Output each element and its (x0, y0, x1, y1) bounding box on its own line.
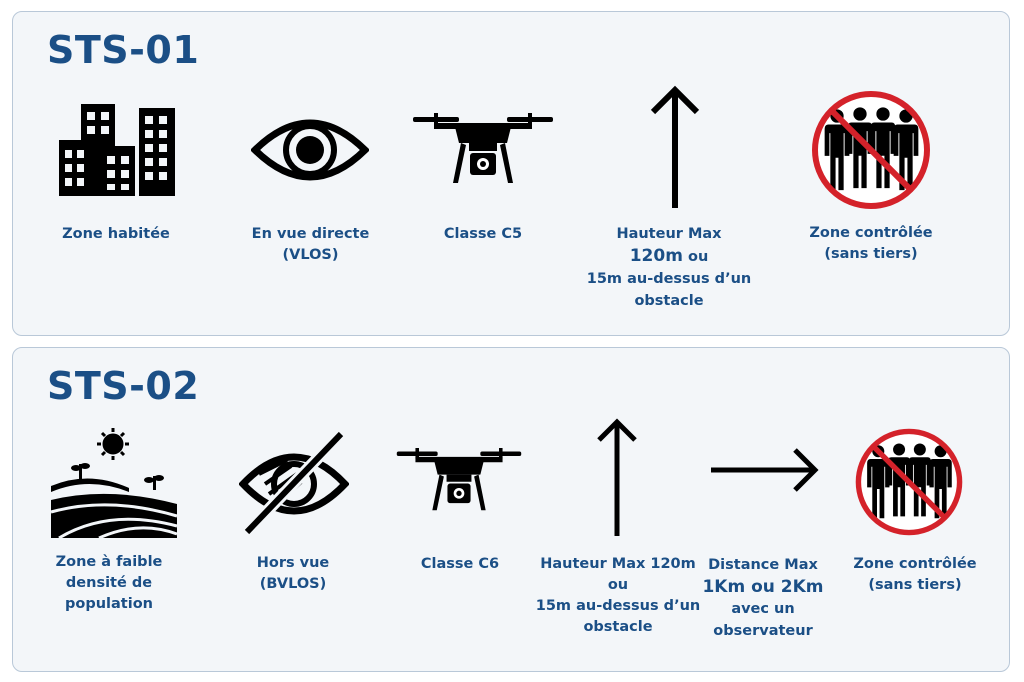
sts-02-panel: STS-02 Zone à faible densité de populati… (12, 347, 1010, 672)
caption-distance-max: Distance Max 1Km ou 2Km avec un observat… (702, 557, 824, 639)
caption-zone-habitee: Zone habitée (62, 226, 170, 242)
arrow-up-icon (650, 85, 700, 208)
caption-classe-c6: Classe C6 (420, 556, 500, 572)
caption-zone-controlee: Zone contrôlée (sans tiers) (853, 556, 977, 593)
section-title: STS-01 (47, 28, 200, 72)
eye-icon (251, 119, 369, 181)
caption-zone-faible-densite: Zone à faible densité de population (55, 554, 163, 612)
arrow-up-icon (597, 418, 637, 536)
caption-hauteur-max: Hauteur Max 120m ou 15m au-dessus d’un o… (586, 226, 752, 309)
city-buildings-icon (59, 104, 175, 196)
no-people-icon (809, 88, 933, 212)
caption-bvlos: Hors vue (BVLOS) (256, 555, 330, 592)
arrow-right-icon (711, 448, 819, 492)
rural-landscape-icon (50, 428, 178, 538)
caption-zone-controlee: Zone contrôlée (sans tiers) (809, 225, 933, 262)
caption-classe-c5: Classe C5 (443, 226, 523, 242)
section-title: STS-02 (47, 364, 200, 408)
caption-vlos: En vue directe (VLOS) (251, 226, 370, 263)
caption-hauteur-max: Hauteur Max 120m ou 15m au-dessus d’un o… (535, 556, 701, 635)
no-people-icon (853, 426, 965, 538)
drone-icon (396, 448, 522, 511)
sts-01-panel: STS-01 Zone habitée (12, 11, 1010, 336)
drone-icon (413, 113, 553, 183)
eye-slash-icon (239, 430, 349, 536)
